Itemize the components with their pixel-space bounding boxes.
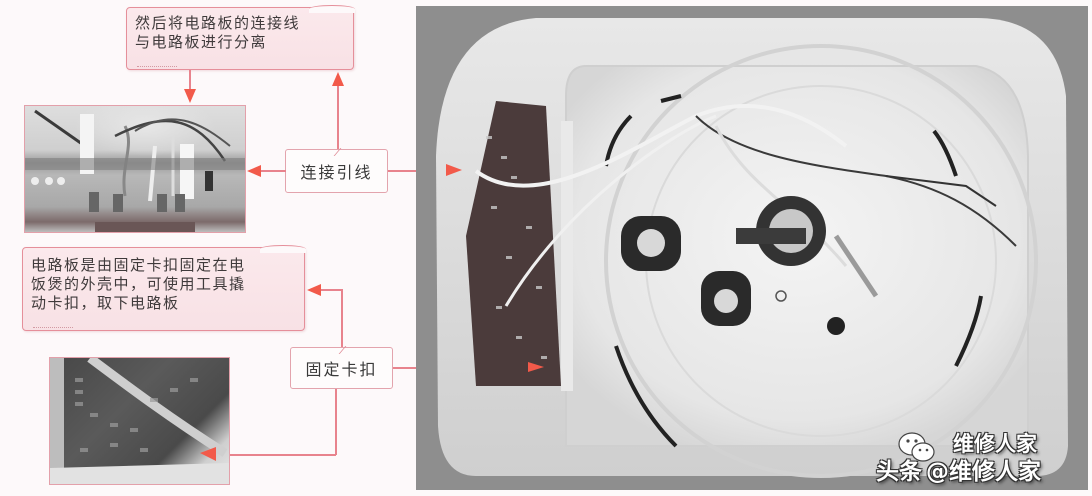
label-fixing-clip: 固定卡扣: [290, 346, 393, 389]
callout-fold-decoration: [260, 245, 306, 253]
connector-line: [335, 389, 337, 455]
callout-line: 电路板是由固定卡扣固定在电: [31, 256, 246, 274]
photo-arrow-icon: [446, 164, 462, 176]
watermark-platform: 头条: [876, 459, 922, 485]
photo-arrow-icon: [528, 362, 544, 372]
rice-cooker-illustration: [436, 18, 1068, 478]
callout-disconnect-wires: 然后将电路板的连接线 与电路板进行分离: [126, 5, 355, 70]
label-tick-decoration: [338, 346, 359, 354]
callout-remove-board: 电路板是由固定卡扣固定在电 饭煲的外壳中，可使用工具撬 动卡扣，取下电路板: [22, 245, 306, 331]
wechat-logo-icon: [898, 432, 935, 462]
callout-wave-decoration: [33, 323, 73, 328]
connector-line: [230, 454, 336, 456]
label-text: 连接引线: [300, 163, 373, 182]
watermark-handle: 头条 @维修人家: [876, 452, 1041, 486]
label-connection-wire: 连接引线: [285, 148, 388, 193]
callout-line: 饭煲的外壳中，可使用工具撬: [31, 275, 246, 293]
inset-photo-wires: [24, 105, 246, 233]
label-tick-decoration: [333, 148, 354, 156]
connector-line: [258, 170, 286, 172]
main-photo-rice-cooker: [416, 6, 1088, 490]
clip-illustration: [50, 358, 229, 484]
inset-photo-clip: [49, 357, 230, 485]
watermark-account-name: 维修人家: [953, 432, 1037, 456]
arrow-up-icon: [332, 72, 344, 86]
connector-line: [189, 70, 191, 90]
callout-line: 与电路板进行分离: [135, 33, 268, 51]
arrow-left-icon: [247, 165, 261, 177]
connector-line: [318, 289, 342, 291]
callout-line: 动卡扣，取下电路板: [31, 294, 180, 312]
clip-arrow-icon: [200, 447, 216, 461]
connector-line: [341, 289, 343, 349]
arrow-down-icon: [184, 89, 196, 103]
watermark-handle-text: @维修人家: [926, 459, 1041, 485]
callout-line: 然后将电路板的连接线: [135, 14, 301, 32]
label-text: 固定卡扣: [305, 360, 378, 379]
wires-illustration: [25, 109, 245, 232]
callout-fold-decoration: [309, 5, 355, 13]
callout-wave-decoration: [137, 62, 177, 67]
connector-line: [337, 84, 339, 150]
arrow-left-icon: [307, 284, 321, 296]
